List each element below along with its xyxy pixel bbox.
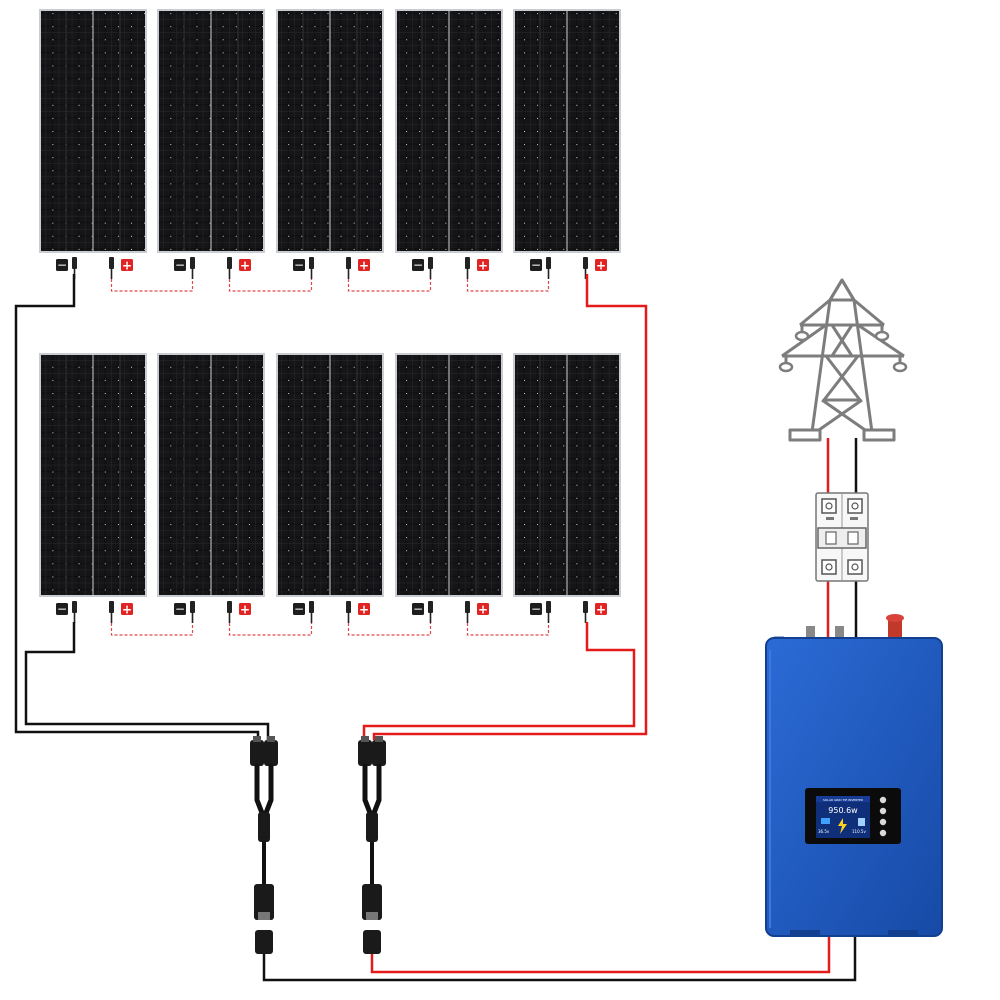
series-links [110,279,550,636]
solar-panel-icon [157,9,265,253]
inverter-negative-input-wire [262,935,857,982]
lcd-panel-icon [821,818,830,824]
solar-panel-icon [157,353,265,597]
negative-terminal-symbol: − [294,602,304,616]
string-wiring [14,274,648,740]
series-link-wire [110,623,194,636]
grid-tie-inverter-icon [765,614,943,937]
positive-terminal-icon: + [595,259,607,273]
positive-terminal-icon: + [595,603,607,617]
series-link-wire [110,279,194,292]
solar-panel-array: − + − + − + − + − + − + − + − + − + − + [39,9,621,623]
negative-terminal-icon: − [174,258,186,272]
positive-terminal-icon: + [477,259,489,273]
inverter-display-header: SOLAR GRID TIE INVERTER [823,798,863,802]
negative-terminal-icon: − [56,602,68,616]
positive-terminal-symbol: + [240,259,250,273]
inverter-control-buttons [879,796,887,837]
negative-terminal-icon: − [293,258,305,272]
mc4-connector-icon [309,601,351,623]
solar-panel-icon [513,353,621,597]
mc4-connector-icon [72,257,114,279]
negative-terminal-symbol: − [175,602,185,616]
negative-terminal-symbol: − [175,258,185,272]
mc4-connector-icon [72,601,114,623]
solar-panel-icon [39,353,147,597]
negative-y-branch-icon [250,736,278,954]
positive-terminal-icon: + [358,259,370,273]
positive-terminal-icon: + [121,259,133,273]
solar-panel-icon [395,9,503,253]
negative-terminal-symbol: − [57,602,67,616]
positive-terminal-symbol: + [478,603,488,617]
positive-terminal-symbol: + [359,259,369,273]
solar-panel-icon [276,353,384,597]
negative-terminal-symbol: − [294,258,304,272]
bottom-string-positive-wire [362,622,636,740]
inverter-positive-input-wire [370,935,831,974]
positive-y-branch-icon [358,736,386,954]
negative-terminal-icon: − [412,258,424,272]
negative-terminal-icon: − [530,258,542,272]
positive-terminal-symbol: + [596,603,606,617]
negative-terminal-icon: − [56,258,68,272]
inverter-power-reading: 950.6w [828,806,858,815]
negative-terminal-symbol: − [413,602,423,616]
mc4-connector-icon [309,257,351,279]
positive-terminal-symbol: + [240,603,250,617]
mc4-connector-icon [546,601,588,623]
positive-terminal-symbol: + [122,259,132,273]
positive-terminal-symbol: + [122,603,132,617]
series-link-wire [228,623,313,636]
solar-panel-icon [276,9,384,253]
negative-terminal-symbol: − [531,602,541,616]
mc4-connector-icon [428,601,470,623]
positive-terminal-icon: + [358,603,370,617]
solar-panel-icon [395,353,503,597]
mc4-connector-icon [428,257,470,279]
insulator-icons [778,330,908,373]
inverter-left-reading: 36.5v [818,829,830,834]
lcd-bolt-icon [838,818,847,834]
positive-terminal-icon: + [121,603,133,617]
bottom-string-negative-wire [24,622,270,740]
series-link-wire [347,623,432,636]
mc4-connector-icon [546,257,588,279]
positive-terminal-icon: + [239,259,251,273]
inverter-right-reading: 110.5v [852,829,866,834]
negative-terminal-symbol: − [531,258,541,272]
mc4-connector-icon [190,257,232,279]
negative-terminal-icon: − [530,602,542,616]
series-link-wire [347,279,432,292]
positive-terminal-icon: + [477,603,489,617]
negative-terminal-symbol: − [57,258,67,272]
series-link-wire [466,279,550,292]
positive-terminal-symbol: + [359,603,369,617]
series-link-wire [466,623,550,636]
top-string-positive-wire [372,274,648,740]
top-string-negative-wire [14,274,260,740]
negative-terminal-icon: − [293,602,305,616]
circuit-breaker-icon [815,492,869,582]
mc4-connector-icon [190,601,232,623]
positive-terminal-icon: + [239,603,251,617]
series-link-wire [228,279,313,292]
negative-terminal-symbol: − [413,258,423,272]
negative-terminal-icon: − [174,602,186,616]
negative-terminal-icon: − [412,602,424,616]
lcd-grid-icon [858,818,865,826]
solar-panel-icon [513,9,621,253]
inverter-lcd-screen [816,796,870,838]
positive-terminal-symbol: + [596,259,606,273]
solar-panel-icon [39,9,147,253]
positive-terminal-symbol: + [478,259,488,273]
transmission-tower-icon [781,278,905,442]
